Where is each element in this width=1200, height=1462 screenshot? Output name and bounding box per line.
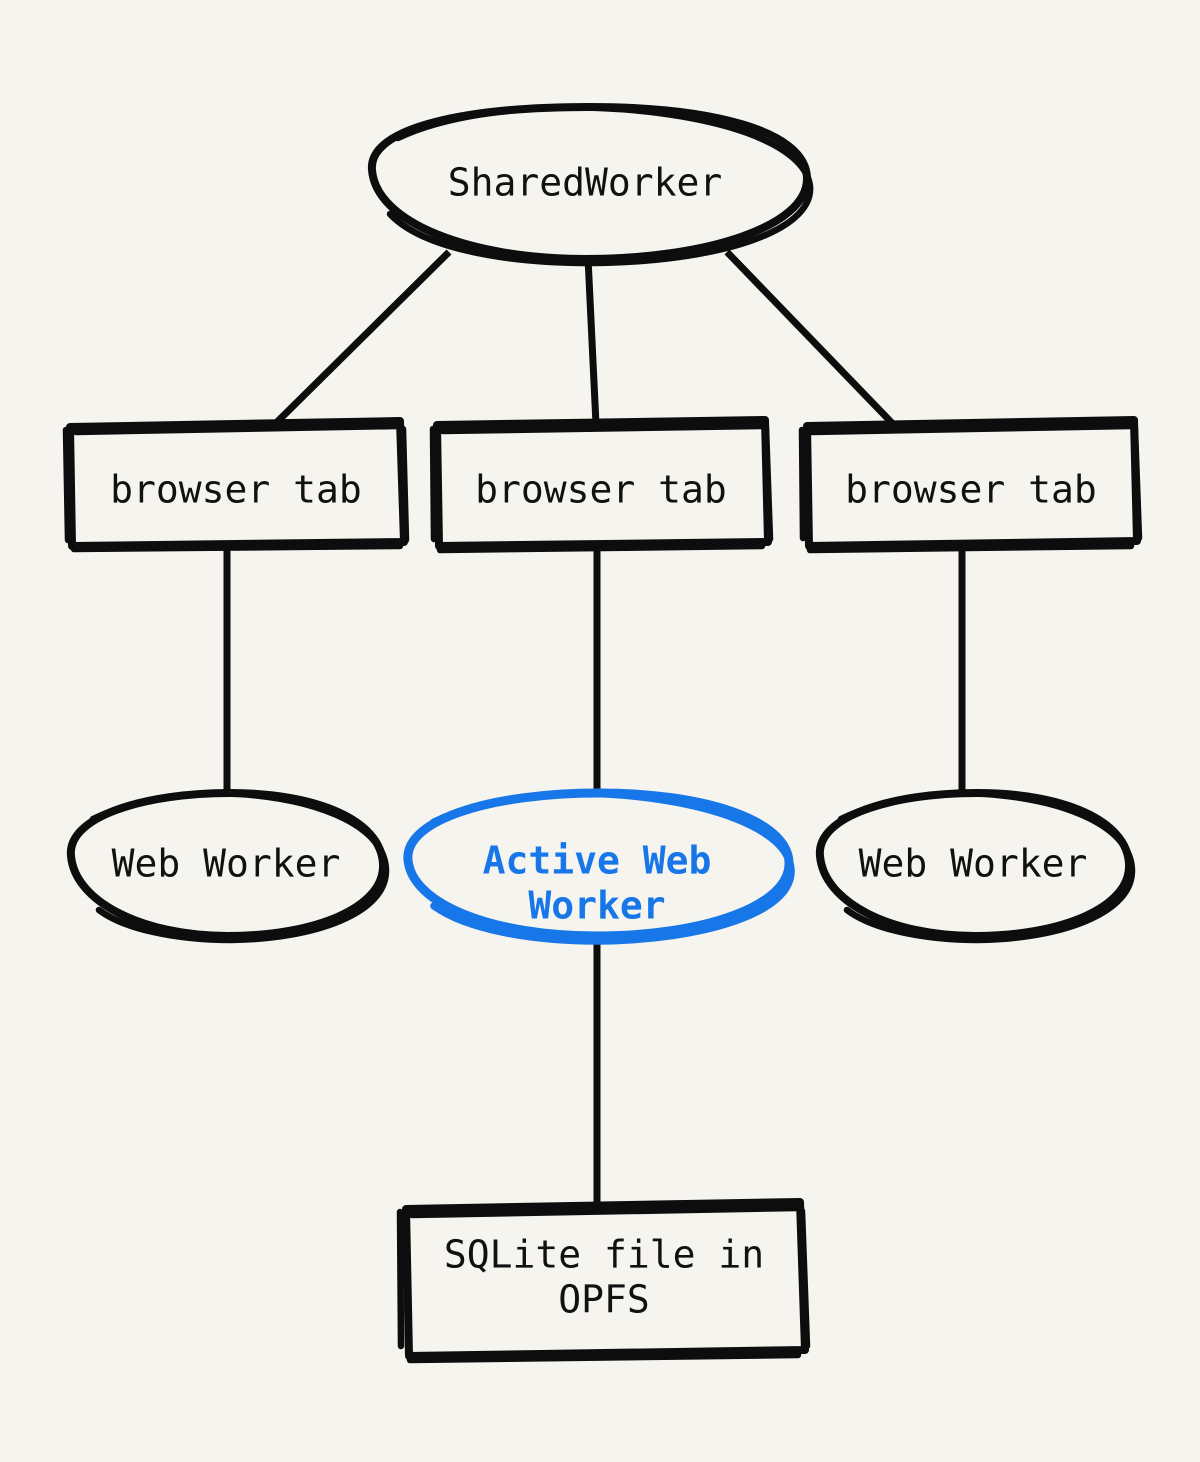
tab-left-outline-2 — [62, 422, 410, 553]
node-sqlite-file[interactable]: SQLite file in OPFS — [396, 1198, 811, 1364]
edge-group — [223, 249, 966, 1205]
worker-right-ellipse-outline-2 — [837, 790, 1136, 944]
tab-right-outline-2 — [798, 422, 1143, 554]
tab-left-fill — [68, 422, 404, 544]
tab-right-fill — [806, 422, 1136, 544]
worker-active-ellipse-outline-2 — [430, 789, 795, 945]
node-worker-active[interactable]: Active Web Worker — [403, 788, 795, 945]
worker-left-ellipse-outline-2 — [89, 790, 390, 944]
sqlite-file-label-line1: SQLite file in — [444, 1233, 764, 1277]
sqlite-file-outline — [402, 1198, 809, 1360]
sqlite-file-fill — [404, 1203, 804, 1355]
edge-sharedworker-to-tab-left — [272, 249, 452, 427]
worker-active-label-line1: Active Web — [483, 839, 712, 883]
shared-worker-ellipse-outline-2 — [386, 104, 814, 267]
worker-active-label-line2: Worker — [528, 884, 665, 928]
node-worker-right[interactable]: Web Worker — [815, 789, 1136, 944]
worker-left-label: Web Worker — [112, 842, 341, 886]
tab-center-label: browser tab — [475, 468, 727, 512]
shared-worker-ellipse-fill — [363, 107, 807, 259]
shared-worker-label: SharedWorker — [448, 161, 723, 205]
tab-center-outline — [433, 416, 772, 550]
tab-left-label: browser tab — [110, 468, 362, 512]
node-tab-left[interactable]: browser tab — [62, 417, 410, 553]
tab-right-outline — [803, 416, 1141, 550]
worker-right-ellipse-fill — [818, 793, 1128, 935]
sqlite-file-label-line2: OPFS — [558, 1278, 650, 1322]
edge-sharedworker-to-tab-center — [584, 257, 600, 425]
edge-sharedworker-to-tab-right — [724, 249, 896, 427]
sqlite-file-outline-2 — [396, 1204, 811, 1364]
node-tab-right[interactable]: browser tab — [798, 416, 1143, 554]
worker-right-label: Web Worker — [859, 842, 1088, 886]
worker-active-ellipse-fill — [407, 791, 787, 937]
tab-right-label: browser tab — [845, 468, 1097, 512]
node-shared-worker[interactable]: SharedWorker — [363, 103, 814, 267]
node-tab-center[interactable]: browser tab — [429, 416, 774, 554]
tab-center-fill — [436, 422, 766, 544]
node-worker-left[interactable]: Web Worker — [66, 789, 390, 944]
tab-center-outline-2 — [429, 422, 774, 554]
worker-left-ellipse-fill — [69, 793, 383, 935]
